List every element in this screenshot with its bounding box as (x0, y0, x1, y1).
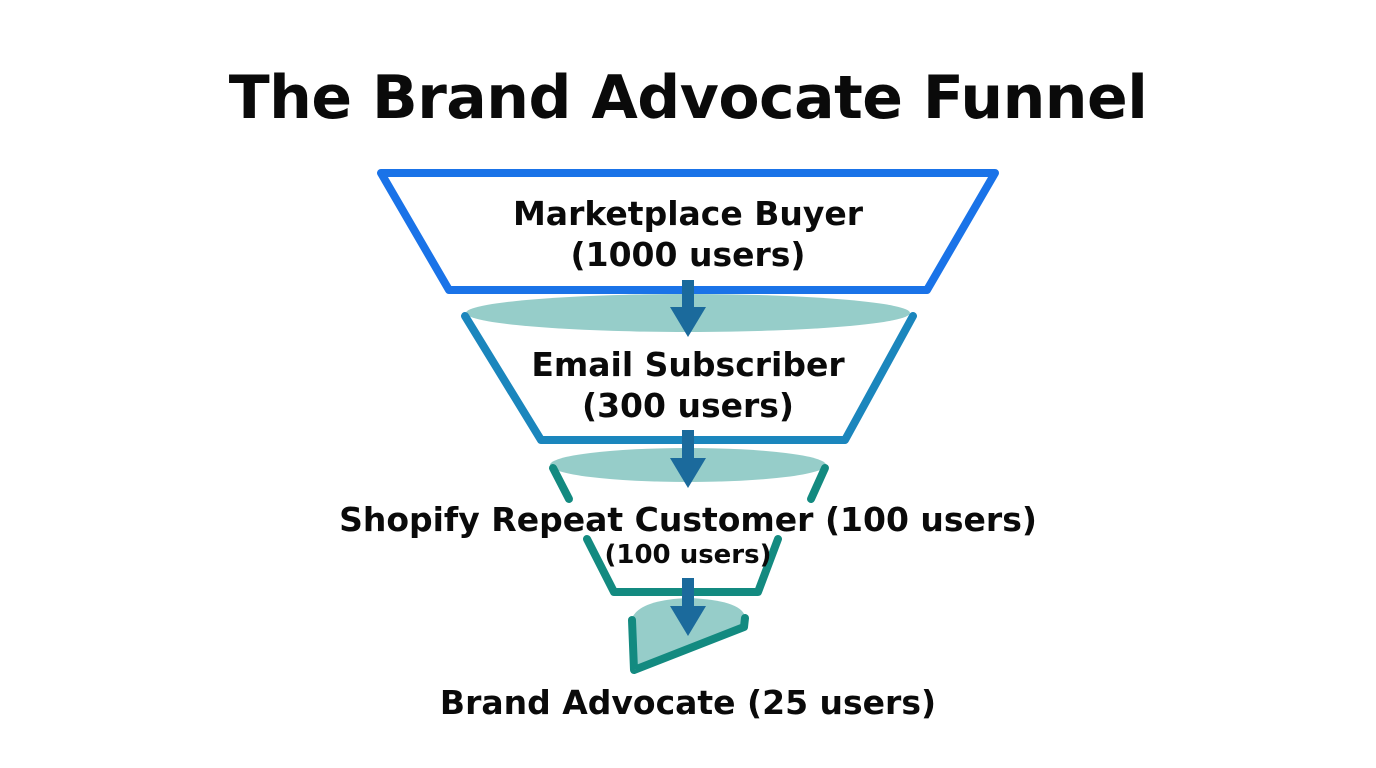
stage-2-name: Email Subscriber (531, 345, 845, 384)
stage-3-count: (100 users) (604, 540, 772, 570)
stage-3-name: Shopify Repeat Customer (100 users) (339, 500, 1037, 539)
stage-1-marketplace-buyer-shape (377, 169, 999, 294)
arrow-down-icon (670, 578, 706, 636)
stage-2-count: (300 users) (582, 386, 794, 425)
diagram-title: The Brand Advocate Funnel (228, 63, 1148, 133)
stage-1-label: Marketplace Buyer (1000 users) (388, 193, 988, 275)
stage-1-count: (1000 users) (570, 235, 806, 274)
arrow-down-icon (670, 280, 706, 337)
stage-1-name: Marketplace Buyer (512, 194, 864, 233)
arrow-down-icon (670, 430, 706, 488)
stage-2-label: Email Subscriber (300 users) (388, 344, 988, 426)
stage-4-label: Brand Advocate (25 users) (439, 683, 937, 722)
